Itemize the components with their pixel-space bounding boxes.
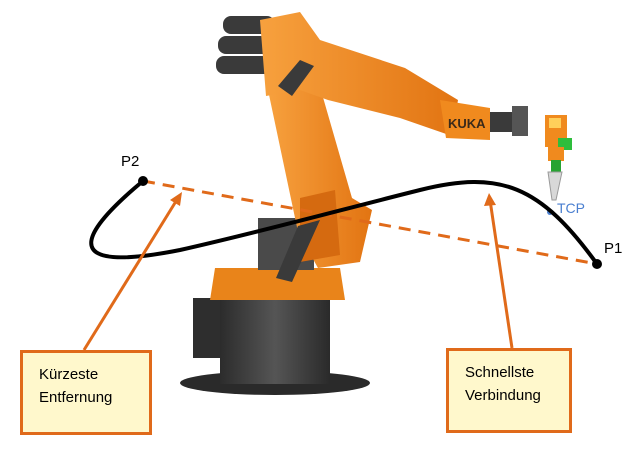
point-p2-marker: [138, 176, 148, 186]
fastest-path-curve: [89, 179, 599, 266]
callout-shortest-line2: Entfernung: [39, 389, 113, 406]
robot-wrist-tool: [545, 115, 572, 215]
callout-shortest-distance: Kürzeste Entfernung: [20, 350, 152, 435]
shortest-path-line: [142, 179, 598, 266]
point-p2-label: P2: [121, 153, 140, 170]
robot-lower-arm: [268, 80, 372, 282]
callout-arrow-shortest: [82, 192, 182, 351]
robot-upper-arm: KUKA: [216, 12, 528, 140]
robot-brand-text: KUKA: [448, 116, 486, 131]
tcp-label: TCP: [557, 200, 585, 216]
callout-fastest-line2: Verbindung: [465, 387, 541, 404]
callout-fastest-line1: Schnellste: [465, 364, 535, 381]
callout-shortest-line1: Kürzeste: [39, 366, 99, 383]
callout-fastest-connection: Schnellste Verbindung: [446, 348, 572, 433]
callout-arrow-fastest: [484, 193, 514, 349]
point-p1-marker: [592, 259, 602, 269]
point-p1-label: P1: [604, 240, 623, 257]
